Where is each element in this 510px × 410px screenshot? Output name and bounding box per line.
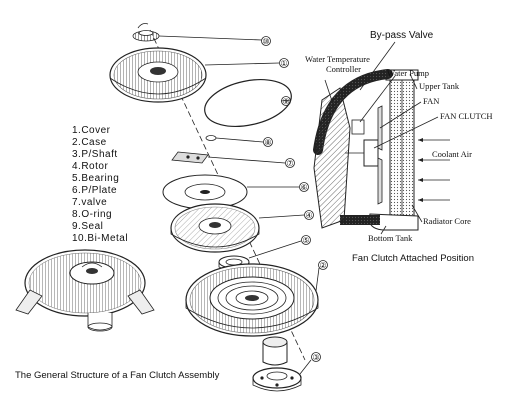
valve-part [171,151,209,164]
fan-clutch-label: FAN CLUTCH [440,111,493,121]
svg-text:⑥: ⑥ [300,183,307,192]
callout-9: ⑨ [281,96,291,106]
svg-text:⑨: ⑨ [282,97,289,106]
parts-list: 1.Cover 2.Case 3.P/Shaft 4.Rotor 5.Beari… [72,125,128,244]
callout-1: ① [279,58,289,68]
water-pump-label: Water Pump [387,68,429,78]
bimetal-part [132,23,160,42]
bottom-tank-label: Bottom Tank [368,233,413,243]
callout-3: ③ [311,352,321,362]
callout-8: ⑧ [263,137,273,147]
svg-text:④: ④ [305,211,312,220]
svg-text:②: ② [319,261,326,270]
position-caption: Fan Clutch Attached Position [352,253,474,264]
bypass-valve-label: By-pass Valve [370,30,434,41]
pump-plate-part [162,174,248,210]
svg-text:⑤: ⑤ [302,236,309,245]
callout-10: ⑩ [261,36,271,46]
water-temp-controller-label: Controller [326,64,361,74]
parts-list-item: 7.valve [72,197,107,208]
cover-part [109,47,207,103]
svg-text:⑦: ⑦ [286,159,293,168]
coolant-air-label: Coolant Air [432,149,472,159]
parts-list-item: 9.Seal [72,221,103,232]
seal-ring-part [204,79,292,127]
svg-text:③: ③ [312,353,319,362]
parts-list-item: 10.Bi-Metal [72,233,128,244]
rotor-part [170,203,260,253]
callout-6: ⑥ [299,182,309,192]
callout-5: ⑤ [301,235,311,245]
svg-text:⑩: ⑩ [262,37,269,46]
leader-lines [158,35,320,375]
case-part [185,263,319,337]
callout-2: ② [318,260,328,270]
engine-position-diagram [313,41,450,235]
parts-list-item: 8.O-ring [72,209,112,220]
upper-tank-label: Upper Tank [419,81,460,91]
water-temp-controller-label: Water Temperature [305,54,370,64]
parts-list-item: 1.Cover [72,125,111,136]
shaft-part [252,336,302,392]
assembled-clutch-illustration [15,249,155,332]
parts-list-item: 2.Case [72,137,107,148]
svg-text:①: ① [280,59,287,68]
oring-part [205,135,217,141]
radiator-core-label: Radiator Core [423,216,471,226]
main-caption: The General Structure of a Fan Clutch As… [15,370,220,381]
parts-list-item: 6.P/Plate [72,185,117,196]
parts-list-item: 3.P/Shaft [72,149,118,160]
parts-list-item: 5.Bearing [72,173,119,184]
callout-4: ④ [304,210,314,220]
callout-7: ⑦ [285,158,295,168]
fan-label: FAN [423,96,439,106]
callout-numbers: ⑩ ① ⑨ ⑧ ⑦ ⑥ ④ ⑤ ② ③ [261,36,328,362]
svg-text:⑧: ⑧ [264,138,271,147]
parts-list-item: 4.Rotor [72,161,108,172]
